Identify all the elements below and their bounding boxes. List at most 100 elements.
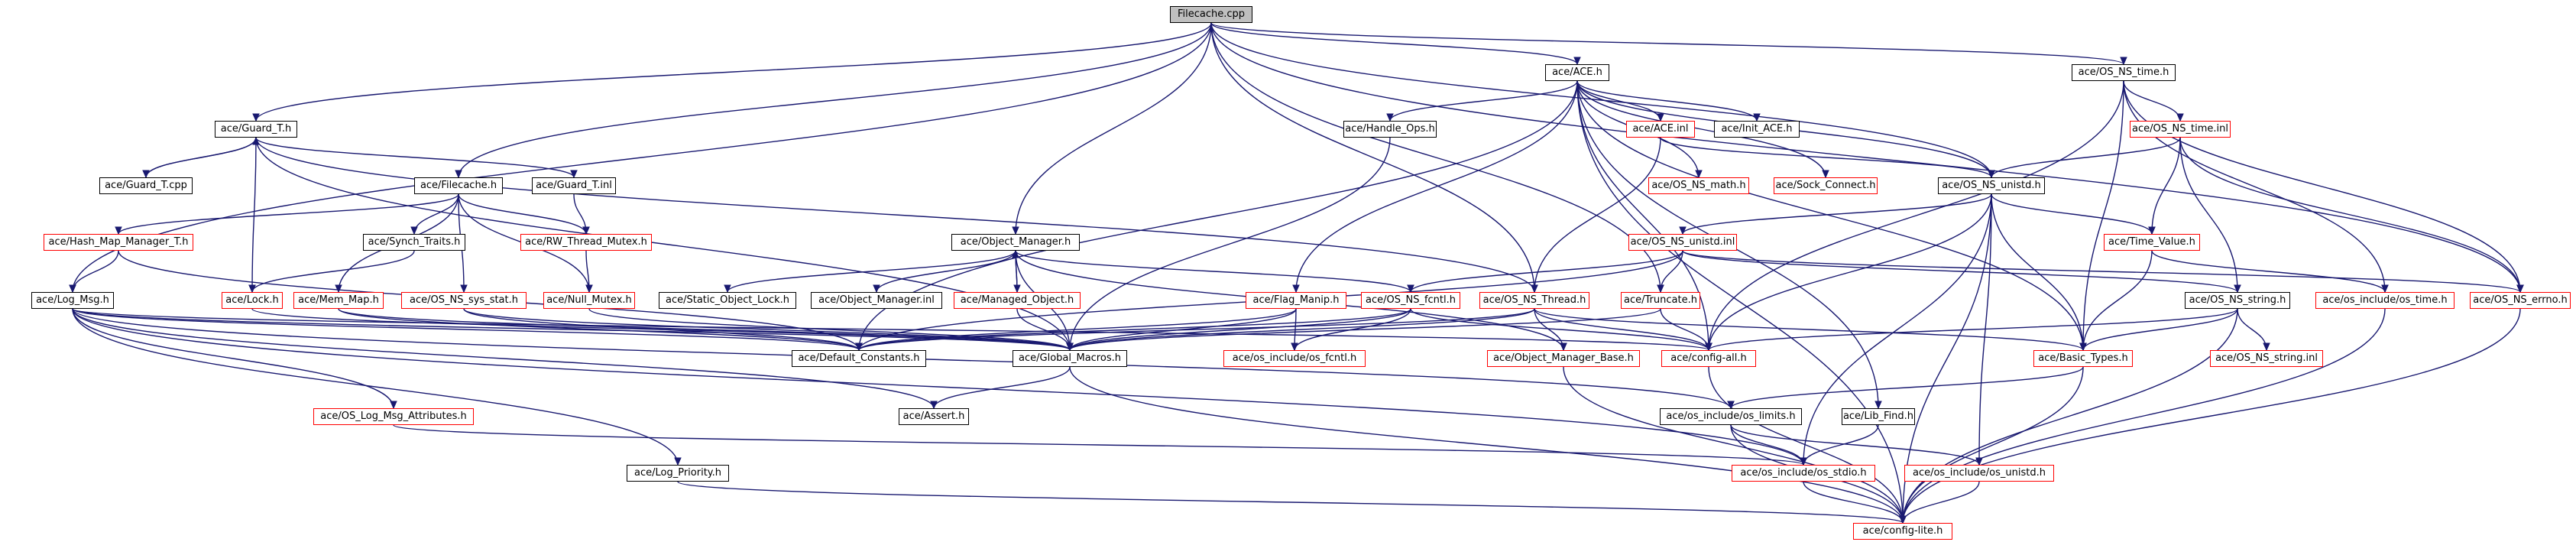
dependency-edge — [1708, 308, 2238, 351]
node-lock-h[interactable]: ace/Lock.h — [222, 292, 283, 309]
node-init-ace-h[interactable]: ace/Init_ACE.h — [1714, 121, 1800, 138]
dependency-edge — [1682, 193, 1992, 235]
dependency-edge — [1991, 137, 2181, 178]
node-object-manager-inl[interactable]: ace/Object_Manager.inl — [811, 292, 942, 309]
node-os-ns-sys-stat-h[interactable]: ace/OS_NS_sys_stat.h — [401, 292, 527, 309]
node-mem-map-h[interactable]: ace/Mem_Map.h — [293, 292, 384, 309]
dependency-edge — [1730, 366, 2084, 409]
node-os-include-os-fcntl-h[interactable]: ace/os_include/os_fcntl.h — [1223, 350, 1366, 367]
dependency-edge — [458, 22, 1212, 178]
dependency-edge — [1576, 80, 1904, 524]
node-os-ns-thread-h[interactable]: ace/OS_NS_Thread.h — [1479, 292, 1589, 309]
node-config-lite-h[interactable]: ace/config-lite.h — [1853, 523, 1952, 540]
dependency-edge — [1991, 193, 2084, 351]
edge-arrowhead — [1800, 457, 1807, 466]
node-lib-find-h[interactable]: ace/Lib_Find.h — [1842, 408, 1915, 425]
node-basic-types-h[interactable]: ace/Basic_Types.h — [2033, 350, 2133, 367]
node-config-all-h[interactable]: ace/config-all.h — [1661, 350, 1756, 367]
node-os-ns-string-inl[interactable]: ace/OS_NS_string.inl — [2210, 350, 2323, 367]
node-os-ns-time-inl[interactable]: ace/OS_NS_time.inl — [2130, 121, 2231, 138]
edge-arrowhead — [1291, 342, 1298, 352]
edge-arrowhead — [2148, 226, 2156, 235]
node-time-value-h[interactable]: ace/Time_Value.h — [2104, 234, 2200, 251]
node-os-ns-errno-h[interactable]: ace/OS_NS_errno.h — [2470, 292, 2571, 309]
dependency-edge — [1708, 193, 1992, 351]
dependency-edge — [1902, 481, 1980, 524]
node-os-ns-unistd-inl[interactable]: ace/OS_NS_unistd.inl — [1628, 234, 1737, 251]
edge-arrowhead — [1727, 401, 1735, 410]
edge-arrowhead — [2263, 342, 2270, 352]
node-null-mutex-h[interactable]: ace/Null_Mutex.h — [543, 292, 635, 309]
edge-arrowhead — [2516, 284, 2524, 294]
dependency-edge — [1069, 308, 1661, 351]
dependency-edge — [118, 193, 459, 235]
node-os-ns-string-h[interactable]: ace/OS_NS_string.h — [2185, 292, 2290, 309]
node-os-include-os-limits-h[interactable]: ace/os_include/os_limits.h — [1660, 408, 1802, 425]
node-hash-map-manager-t-h[interactable]: ace/Hash_Map_Manager_T.h — [44, 234, 193, 251]
edge-arrowhead — [585, 284, 593, 294]
dependency-edge — [1069, 308, 1411, 351]
dependency-edge — [1210, 22, 2521, 293]
edge-arrowhead — [2120, 57, 2127, 66]
node-object-manager-base-h[interactable]: ace/Object_Manager_Base.h — [1487, 350, 1640, 367]
dependency-edge — [1069, 137, 1391, 351]
node-assert-h[interactable]: ace/Assert.h — [899, 408, 969, 425]
node-os-ns-time-h[interactable]: ace/OS_NS_time.h — [2072, 64, 2176, 81]
node-rw-thread-mutex-h[interactable]: ace/RW_Thread_Mutex.h — [520, 234, 652, 251]
node-os-include-os-time-h[interactable]: ace/os_include/os_time.h — [2315, 292, 2454, 309]
node-log-priority-h[interactable]: ace/Log_Priority.h — [627, 465, 729, 482]
node-os-include-os-unistd-h[interactable]: ace/os_include/os_unistd.h — [1904, 465, 2054, 482]
node-managed-object-h[interactable]: ace/Managed_Object.h — [954, 292, 1081, 309]
dependency-edge — [1991, 193, 2153, 235]
dependency-edge — [1534, 308, 1709, 351]
node-ace-h[interactable]: ace/ACE.h — [1545, 64, 1609, 81]
dependency-edge — [255, 137, 1071, 351]
dependency-edge — [1563, 366, 1904, 524]
node-global-macros-h[interactable]: ace/Global_Macros.h — [1013, 350, 1127, 367]
node-log-msg-h[interactable]: ace/Log_Msg.h — [31, 292, 114, 309]
edge-arrowhead — [855, 342, 863, 352]
dependency-edge — [1410, 308, 1709, 351]
dependency-edge — [1803, 193, 1992, 466]
edge-arrowhead — [69, 284, 76, 294]
dependency-edge — [2151, 137, 2181, 235]
edge-arrowhead — [1753, 113, 1761, 122]
dependency-edge — [677, 481, 1904, 524]
node-os-ns-unistd-h[interactable]: ace/OS_NS_unistd.h — [1938, 177, 2045, 194]
edge-arrowhead — [1066, 342, 1074, 352]
node-default-constants-h[interactable]: ace/Default_Constants.h — [792, 350, 926, 367]
dependency-edge — [255, 137, 1535, 293]
edge-arrowhead — [252, 113, 260, 122]
node-os-ns-fcntl-h[interactable]: ace/OS_NS_fcntl.h — [1361, 292, 1460, 309]
node-filecache-cpp[interactable]: Filecache.cpp — [1170, 6, 1252, 23]
edge-arrowhead — [390, 401, 397, 410]
edge-arrowhead — [570, 170, 578, 179]
node-filecache-h[interactable]: ace/Filecache.h — [414, 177, 503, 194]
dependency-edge — [1210, 22, 1661, 293]
node-flag-manip-h[interactable]: ace/Flag_Manip.h — [1246, 292, 1346, 309]
node-os-ns-math-h[interactable]: ace/OS_NS_math.h — [1648, 177, 1749, 194]
node-truncate-h[interactable]: ace/Truncate.h — [1621, 292, 1700, 309]
dependency-edge — [463, 308, 860, 351]
node-sock-connect-h[interactable]: ace/Sock_Connect.h — [1774, 177, 1878, 194]
node-synch-traits-h[interactable]: ace/Synch_Traits.h — [363, 234, 465, 251]
node-guard-t-h[interactable]: ace/Guard_T.h — [215, 121, 297, 138]
node-os-include-os-stdio-h[interactable]: ace/os_include/os_stdio.h — [1732, 465, 1875, 482]
node-object-manager-h[interactable]: ace/Object_Manager.h — [951, 234, 1080, 251]
dependency-edge — [588, 308, 1071, 351]
dependency-edge — [1708, 80, 2124, 351]
node-static-object-lock-h[interactable]: ace/Static_Object_Lock.h — [659, 292, 796, 309]
dependency-edge — [2082, 308, 2238, 351]
node-guard-t-inl[interactable]: ace/Guard_T.inl — [532, 177, 616, 194]
node-ace-inl[interactable]: ace/ACE.inl — [1626, 121, 1695, 138]
node-guard-t-cpp[interactable]: ace/Guard_T.cpp — [99, 177, 193, 194]
edge-arrowhead — [930, 401, 938, 410]
dependency-edge — [1210, 22, 1535, 293]
dependency-edge — [145, 137, 257, 178]
node-os-log-msg-attributes-h[interactable]: ace/OS_Log_Msg_Attributes.h — [313, 408, 474, 425]
node-handle-ops-h[interactable]: ace/Handle_Ops.h — [1343, 121, 1437, 138]
dependency-edge — [1803, 424, 1879, 466]
dependency-edge — [1902, 308, 2521, 524]
